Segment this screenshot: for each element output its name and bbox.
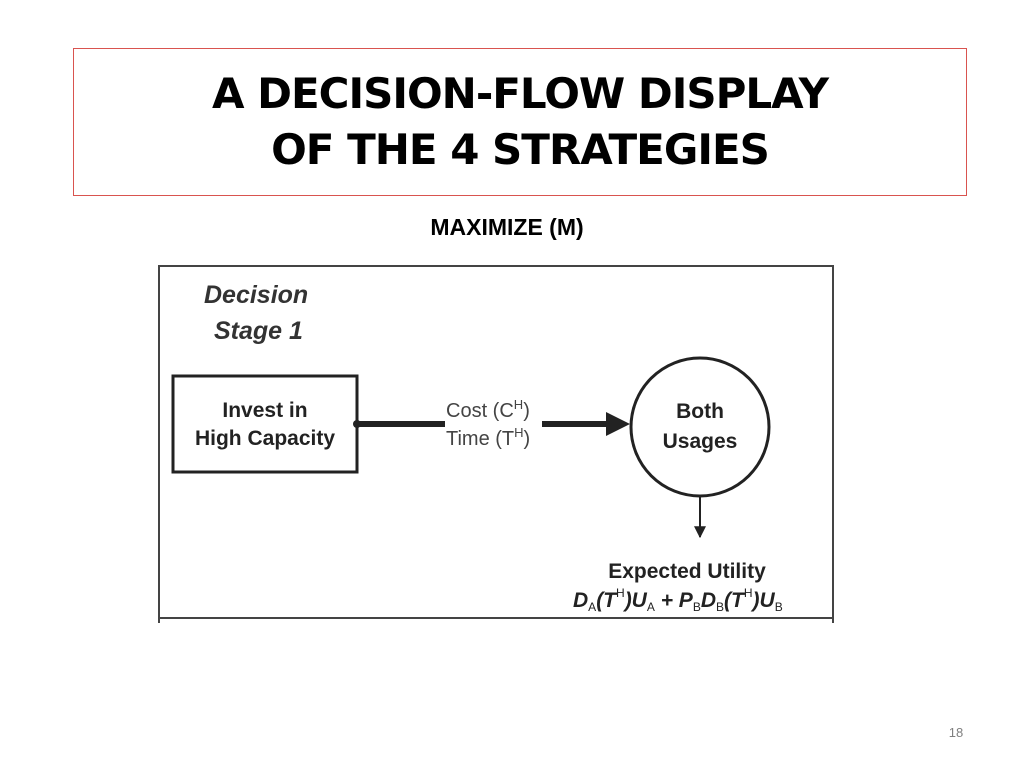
formula-sup-1: H [616, 586, 625, 600]
formula-sup-2: H [744, 586, 753, 600]
edge-time-label: Time (TH) [446, 425, 530, 450]
title-line-1: A DECISION-FLOW DISPLAY [211, 69, 829, 118]
edge-cost-label: Cost (CH) [446, 397, 530, 422]
invest-node-line-2: High Capacity [195, 427, 335, 450]
formula-part-2: (T [596, 589, 618, 612]
arrow-head-right [606, 412, 630, 436]
formula-part-5: D [701, 589, 716, 612]
stage-label-line-1: Decision [204, 281, 308, 309]
formula-sub-3: B [693, 600, 701, 614]
edge-time-sup: H [514, 425, 523, 440]
utility-formula: DA(TH)UA + PBDB(TH)UB [573, 586, 783, 614]
utility-label: Expected Utility [608, 560, 766, 583]
title-box: A DECISION-FLOW DISPLAY OF THE 4 STRATEG… [73, 48, 967, 196]
invest-node-box [171, 374, 359, 474]
stage-label-line-2: Stage 1 [214, 317, 303, 345]
outcome-node-line-1: Both [676, 400, 724, 423]
decision-flow-svg: Decision Stage 1 Invest in High Capacity… [158, 265, 834, 623]
title-line-2: OF THE 4 STRATEGIES [271, 125, 770, 174]
formula-sub-1: A [588, 600, 596, 614]
outcome-node-line-2: Usages [663, 430, 738, 453]
outcome-node-circle [629, 356, 771, 498]
decision-flow-diagram: Decision Stage 1 Invest in High Capacity… [158, 265, 834, 623]
formula-sub-5: B [775, 600, 783, 614]
subtitle: MAXIMIZE (M) [430, 214, 584, 240]
edge-cost-sup: H [514, 397, 523, 412]
edge-cost-close: ) [523, 400, 530, 422]
edge-cost-text: Cost (C [446, 400, 514, 422]
formula-part-7: )U [751, 589, 776, 612]
formula-sub-2: A [647, 600, 655, 614]
formula-sub-4: B [716, 600, 724, 614]
formula-part-4: + P [655, 589, 694, 612]
edge-time-text: Time (T [446, 428, 514, 450]
formula-part-3: )U [623, 589, 648, 612]
formula-part-1: D [573, 589, 588, 612]
edge-time-close: ) [524, 428, 531, 450]
invest-node-line-1: Invest in [222, 399, 307, 422]
formula-part-6: (T [724, 589, 746, 612]
page-number: 18 [948, 725, 964, 740]
